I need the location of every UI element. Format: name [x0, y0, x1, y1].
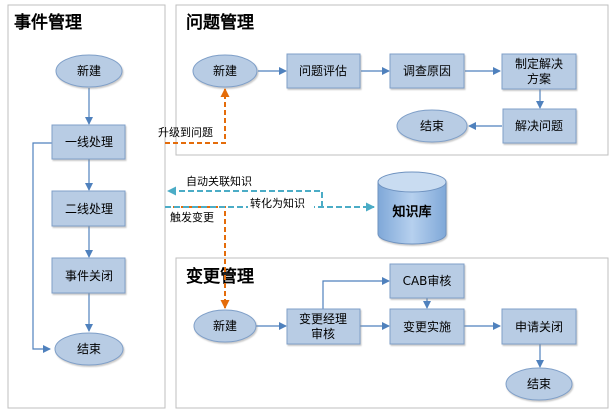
change-request-close-node[interactable] [501, 308, 577, 345]
incident-start-label: 新建 [77, 63, 101, 78]
problem-plan-label-2: 方案 [527, 71, 551, 86]
problem-resolve-node[interactable] [502, 108, 577, 144]
auto-link-knowledge-label: 自动关联知识 [186, 174, 252, 188]
trigger-change-label: 触发变更 [170, 210, 214, 224]
change-request-close-label: 申请关闭 [515, 320, 563, 334]
incident-title: 事件管理 [14, 12, 82, 33]
problem-investigate-label: 调查原因 [403, 64, 451, 78]
problem-end-label: 结束 [420, 119, 444, 133]
incident-end-label: 结束 [77, 342, 101, 356]
change-implement-label: 变更实施 [403, 319, 451, 334]
change-implement-node[interactable] [389, 308, 465, 345]
change-cab-label: CAB审核 [403, 273, 452, 288]
problem-start-node[interactable] [192, 54, 258, 88]
problem-resolve-label: 解决问题 [515, 119, 563, 133]
change-review-node[interactable] [286, 308, 361, 345]
change-start-node[interactable] [193, 309, 257, 343]
change-cab-node[interactable] [389, 263, 465, 299]
convert-label-background [248, 195, 314, 211]
incident-l2-label: 二线处理 [65, 202, 113, 216]
change-title: 变更管理 [186, 266, 254, 287]
change-end-node[interactable] [505, 367, 573, 401]
problem-connectors [258, 67, 544, 130]
change-connectors [256, 277, 544, 368]
knowledge-base-icon[interactable] [377, 171, 447, 245]
problem-start-label: 新建 [213, 63, 237, 78]
problem-end-node[interactable] [396, 109, 468, 143]
auto-link-knowledge-link [167, 186, 323, 207]
incident-l1-node[interactable] [51, 124, 126, 160]
incident-start-node[interactable] [55, 54, 123, 88]
problem-investigate-node[interactable] [389, 53, 465, 89]
problem-title: 问题管理 [186, 12, 254, 33]
change-review-label-2: 审核 [311, 326, 335, 341]
incident-connectors [32, 88, 93, 353]
change-review-label-1: 变更经理 [299, 311, 347, 326]
problem-plan-node[interactable] [501, 53, 577, 90]
problem-eval-label: 问题评估 [299, 64, 347, 78]
problem-eval-node[interactable] [286, 53, 361, 89]
incident-l1-label: 一线处理 [65, 135, 113, 149]
incident-end-node[interactable] [54, 332, 124, 366]
incident-close-node[interactable] [51, 257, 126, 294]
escalate-link [165, 88, 230, 144]
change-start-label: 新建 [213, 318, 237, 333]
incident-l2-node[interactable] [51, 190, 126, 227]
knowledge-base-label: 知识库 [392, 204, 431, 220]
change-end-label: 结束 [527, 377, 551, 391]
incident-close-label: 事件关闭 [65, 269, 113, 283]
convert-knowledge-label: 转化为知识 [250, 196, 305, 210]
escalate-label: 升级到问题 [158, 126, 213, 139]
problem-plan-label-1: 制定解决 [515, 56, 563, 71]
